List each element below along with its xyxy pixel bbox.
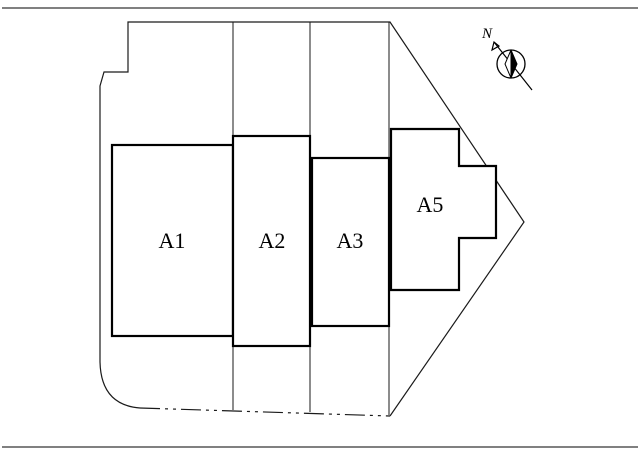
- building-a1-label: A1: [159, 228, 186, 253]
- compass-needle-west-half: [504, 49, 512, 79]
- north-label: N: [481, 26, 493, 42]
- site-boundary-outline: [99, 21, 525, 417]
- compass-arrowhead-icon: [491, 40, 501, 52]
- compass-needle-east-half: [510, 49, 518, 79]
- site-boundary-dashdot-edge: [139, 407, 391, 417]
- building-a2-label: A2: [259, 228, 286, 253]
- building-a1-outline: [110, 143, 235, 338]
- building-a3-label: A3: [337, 228, 364, 253]
- building-a5-label: A5: [417, 192, 444, 217]
- north-arrow: N: [481, 26, 533, 91]
- building-a2-outline: [231, 134, 312, 348]
- building-a5-outline: [389, 127, 498, 292]
- building-a3-outline: [310, 156, 391, 328]
